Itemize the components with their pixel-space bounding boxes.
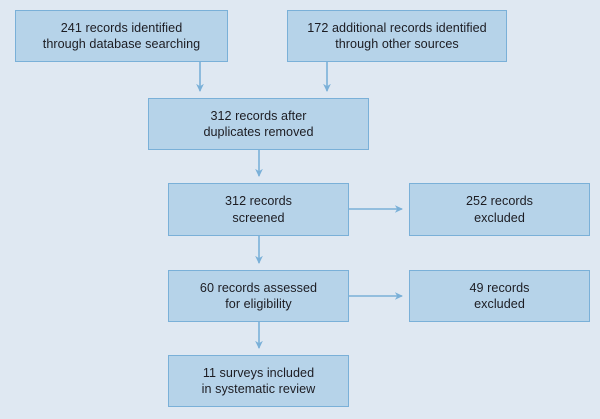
node-records-identified-database-searching: 241 records identified through database …: [15, 10, 228, 62]
node-records-assessed-for-eligibility: 60 records assessed for eligibility: [168, 270, 349, 322]
node-records-excluded-screening: 252 records excluded: [409, 183, 590, 236]
node-records-screened: 312 records screened: [168, 183, 349, 236]
node-surveys-included-systematic-review: 11 surveys included in systematic review: [168, 355, 349, 407]
node-records-excluded-eligibility: 49 records excluded: [409, 270, 590, 322]
node-additional-records-other-sources: 172 additional records identified throug…: [287, 10, 507, 62]
node-records-after-duplicates-removed: 312 records after duplicates removed: [148, 98, 369, 150]
